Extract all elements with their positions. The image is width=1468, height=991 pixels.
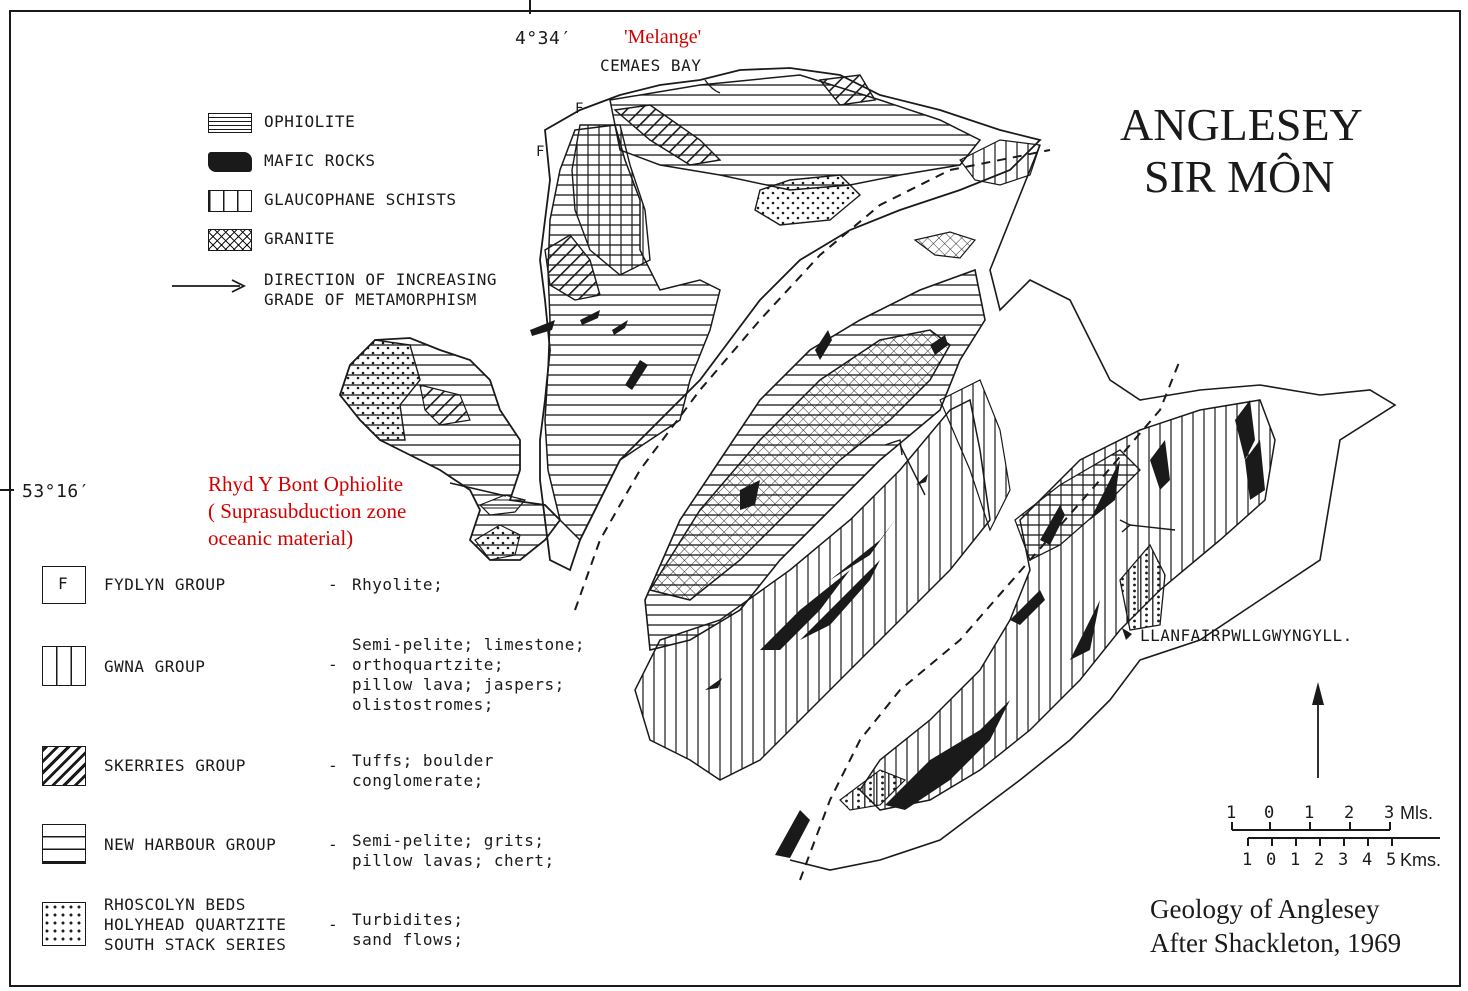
- rhyd-y-bont-note-2: oceanic material): [208, 526, 354, 550]
- legend-desc-gwna-3: pillow lava; jaspers;: [352, 675, 565, 694]
- north-glaucophane-dots: [754, 174, 862, 226]
- scale-miles-tick-2: 2: [1344, 803, 1355, 823]
- legend-swatch-fydlyn-letter: F: [58, 574, 69, 593]
- scale-km-tick-0: 0: [1266, 850, 1277, 870]
- east-gwna-north: [959, 139, 1041, 186]
- granite-small-north: [913, 231, 977, 259]
- cemaes-bay-label: CEMAES BAY: [600, 56, 702, 75]
- scale-km-tick-5: 5: [1386, 850, 1397, 870]
- scale-miles-tick-0: 0: [1264, 803, 1275, 823]
- fydlyn-mark-1: F: [575, 101, 584, 117]
- central-granite: [648, 329, 951, 601]
- legend-name-rhoscolyn: RHOSCOLYN BEDS: [104, 895, 246, 914]
- scale-km-tick-3: 3: [1338, 850, 1349, 870]
- legend-desc-fydlyn: Rhyolite;: [352, 575, 444, 594]
- legend-label-granite: GRANITE: [264, 229, 335, 248]
- holy-island-south-quartzite: [474, 524, 521, 561]
- se-glaucophane: [1119, 543, 1166, 631]
- map-subtitle: SIR MÔN: [1144, 151, 1335, 202]
- west-zone-outline: [539, 67, 1042, 572]
- legend-swatch-gwna: [42, 646, 86, 686]
- legend-arrow-label-2: GRADE OF METAMORPHISM: [264, 290, 477, 309]
- legend-desc-rhoscolyn-2: sand flows;: [352, 930, 464, 949]
- west-skerries-patch: [544, 234, 601, 301]
- north-arrow-head: [1312, 682, 1324, 705]
- legend-arrow-label-1: DIRECTION OF INCREASING: [264, 270, 498, 289]
- legend-desc-skerries-1: Tuffs; boulder: [352, 751, 494, 770]
- map-frame: [9, 10, 1461, 987]
- legend-name-fydlyn: FYDLYN GROUP: [104, 575, 226, 594]
- legend-name-new-harbour: NEW HARBOUR GROUP: [104, 835, 277, 854]
- rhyd-y-bont-ophiolite-area: [478, 494, 527, 516]
- legend-swatch-glaucophane: [208, 190, 252, 212]
- scale-km-tick-2: 2: [1314, 850, 1325, 870]
- legend-desc-rhoscolyn-1: Turbidites;: [352, 910, 464, 929]
- legend-label-glaucophane: GLAUCOPHANE SCHISTS: [264, 190, 457, 209]
- rhyd-pointer-line: [449, 482, 507, 497]
- east-coast-outline: [789, 144, 1397, 871]
- melange-label: 'Melange': [624, 26, 702, 48]
- caption-title: Geology of Anglesey: [1150, 894, 1380, 924]
- map-title: ANGLESEY: [1120, 99, 1363, 150]
- fault-line-1: [574, 149, 1051, 611]
- legend-swatch-skerries: [42, 746, 86, 786]
- holy-island-quartzite: [339, 339, 421, 441]
- llanfair-label: LLANFAIRPWLLGWYNGYLL.: [1140, 626, 1353, 645]
- legend-desc-gwna-4: olistostromes;: [352, 695, 494, 714]
- scale-km-tick-4: 4: [1362, 850, 1373, 870]
- legend-name-holyhead: HOLYHEAD QUARTZITE: [104, 915, 287, 934]
- legend-desc-skerries-2: conglomerate;: [352, 771, 484, 790]
- west-gwna-vertical: [571, 124, 651, 276]
- legend-label-ophiolite: OPHIOLITE: [264, 112, 356, 131]
- legend-dash-new-harbour: -: [328, 835, 339, 854]
- legend-dash-rhoscolyn: -: [328, 915, 339, 934]
- legend-desc-gwna-2: orthoquartzite;: [352, 655, 504, 674]
- legend-swatch-mafic: [208, 152, 252, 172]
- scale-km-tick-1: 1: [1242, 850, 1253, 870]
- legend-name-gwna: GWNA GROUP: [104, 657, 206, 676]
- legend-swatch-fydlyn: [42, 566, 86, 604]
- mafic-lenses: [530, 310, 1265, 858]
- scale-miles-unit: Mls.: [1400, 803, 1433, 823]
- longitude-label: 4°34′: [515, 28, 572, 49]
- legend-desc-gwna-1: Semi-pelite; limestone;: [352, 635, 586, 654]
- rhyd-y-bont-label: Rhyd Y Bont Ophiolite: [208, 472, 404, 496]
- scale-miles-tick-1b: 1: [1304, 803, 1315, 823]
- llanfair-marker: [1122, 628, 1132, 640]
- cemaes-skerries: [818, 74, 877, 106]
- legend-name-skerries: SKERRIES GROUP: [104, 756, 246, 775]
- north-skerries-band: [613, 104, 722, 166]
- caption-source: After Shackleton, 1969: [1150, 928, 1402, 958]
- holy-island-skerries: [419, 384, 471, 426]
- legend-desc-new-harbour-2: pillow lavas; chert;: [352, 851, 555, 870]
- scale-km-tick-1b: 1: [1290, 850, 1301, 870]
- latitude-label: 53°16′: [22, 481, 91, 502]
- legend-dash-fydlyn: -: [328, 575, 339, 594]
- legend-name-south-stack: SOUTH STACK SERIES: [104, 935, 287, 954]
- legend-swatch-granite: [208, 229, 252, 251]
- se-belt-gwna: [859, 399, 1276, 811]
- legend-desc-new-harbour-1: Semi-pelite; grits;: [352, 831, 545, 850]
- cemaes-pointer: [704, 79, 721, 94]
- scale-bars: [1231, 822, 1440, 846]
- metamorphism-arrows: [884, 439, 1176, 533]
- central-gwna-east: [939, 379, 1011, 532]
- se-glaucophane-south: [839, 769, 907, 811]
- legend-swatch-new-harbour: [42, 824, 86, 864]
- scale-km-unit: Kms.: [1400, 850, 1442, 870]
- legend-dash-skerries: -: [328, 756, 339, 775]
- fydlyn-mark-2: F: [536, 144, 545, 160]
- legend-swatch-rhoscolyn: [42, 902, 86, 946]
- scale-miles-tick-3: 3: [1384, 803, 1395, 823]
- legend-label-mafic: MAFIC ROCKS: [264, 151, 376, 170]
- rhyd-y-bont-note-1: ( Suprasubduction zone: [208, 499, 407, 523]
- scale-miles-tick-1: 1: [1226, 803, 1237, 823]
- legend-dash-gwna: -: [328, 655, 339, 674]
- legend-swatch-ophiolite: [208, 113, 252, 133]
- legend-arrow-head: [231, 279, 247, 293]
